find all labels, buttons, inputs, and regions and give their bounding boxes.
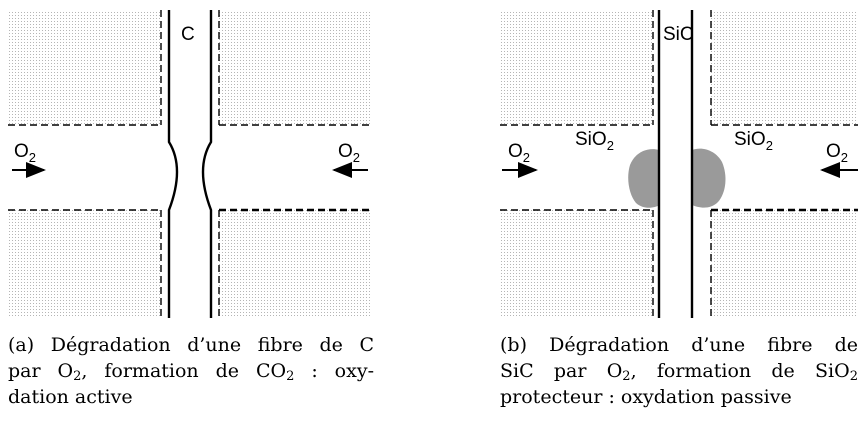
matrix-block-bottom-right xyxy=(219,210,372,318)
caption-a-line-3: dation active xyxy=(8,386,133,408)
matrix-block-top-left-b xyxy=(500,10,653,125)
caption-b: (b) Dégradation d’une fibre de SiC par O… xyxy=(500,332,858,410)
caption-b-line-1: (b) Dégradation d’une fibre de xyxy=(500,334,858,356)
sio2-layer-right xyxy=(692,148,726,208)
caption-b-line-3: protecteur : oxydation passive xyxy=(500,386,792,408)
o2-left-b: O2 xyxy=(502,141,538,178)
matrix-block-bottom-right-b xyxy=(711,210,858,318)
matrix-block-top-right-b xyxy=(711,10,858,125)
panel-a: C O2 O2 xyxy=(8,10,372,318)
caption-b-line-2: SiC par O2, formation de SiO2 xyxy=(500,360,858,384)
o2-right-a: O2 xyxy=(332,141,368,178)
svg-text:O2: O2 xyxy=(508,141,530,165)
o2-left-a: O2 xyxy=(12,141,46,178)
matrix-borders-b xyxy=(500,10,858,318)
caption-a-line-1: (a) Dégradation d’une fibre de C xyxy=(8,334,374,356)
fiber-c-walls xyxy=(167,10,213,318)
matrix-borders xyxy=(8,10,372,318)
matrix-block-bottom-left xyxy=(8,210,161,318)
sio2-label-right: SiO2 xyxy=(734,129,773,153)
fiber-label-c: C xyxy=(181,24,195,45)
sio2-label-left: SiO2 xyxy=(575,129,614,153)
matrix-block-top-left xyxy=(8,10,161,125)
fiber-label-sic: SiC xyxy=(663,24,694,45)
matrix-block-top-right xyxy=(219,10,372,125)
svg-text:O2: O2 xyxy=(338,141,360,165)
svg-text:O2: O2 xyxy=(826,141,848,165)
o2-right-b: O2 xyxy=(820,141,858,178)
sio2-layer-left xyxy=(628,149,660,208)
caption-a: (a) Dégradation d’une fibre de C par O2,… xyxy=(8,332,374,410)
diagram-canvas: C O2 O2 xyxy=(8,10,858,318)
fiber-sic-walls xyxy=(657,10,694,318)
matrix-block-bottom-left-b xyxy=(500,210,653,318)
svg-text:O2: O2 xyxy=(14,141,36,165)
panel-b: SiC SiO2 SiO2 O2 O2 xyxy=(500,10,858,318)
caption-a-line-2: par O2, formation de CO2 : oxy- xyxy=(8,360,374,384)
